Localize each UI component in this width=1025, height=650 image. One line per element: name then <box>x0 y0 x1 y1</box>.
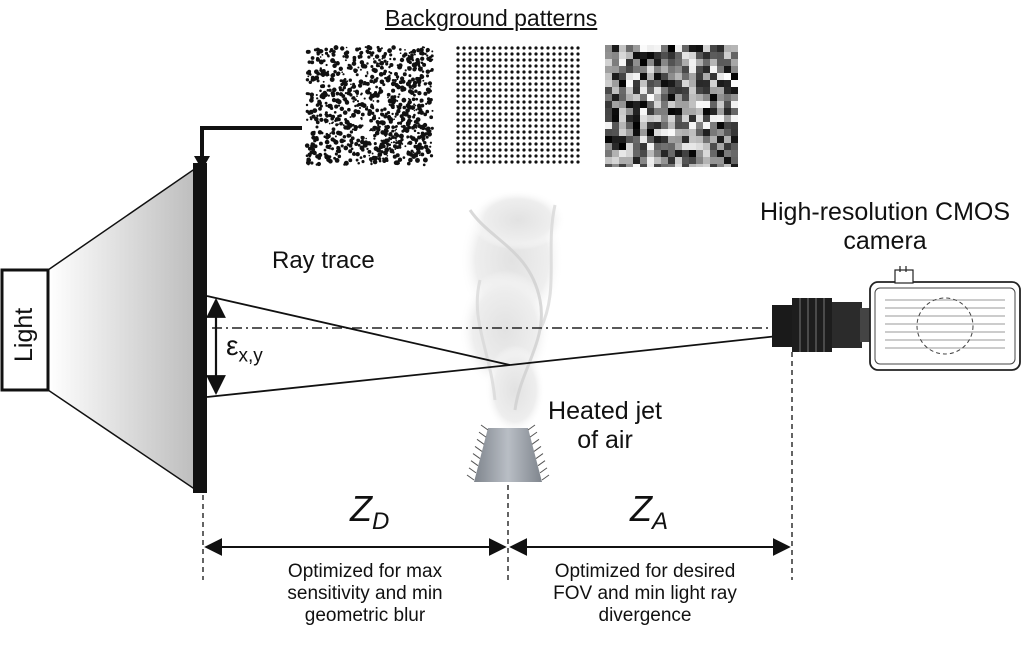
light-label: Light <box>10 307 38 362</box>
dimension-guides <box>202 352 793 580</box>
heated-jet-plume <box>459 190 566 435</box>
camera-label-line2: camera <box>843 226 927 255</box>
ray-to-camera <box>509 335 779 366</box>
light-box <box>0 268 50 392</box>
za-caption: Optimized for desired FOV and min light … <box>510 561 780 627</box>
zd-caption: Optimized for max sensitivity and min ge… <box>230 561 500 627</box>
zd-caption-line1: Optimized for max <box>287 561 443 582</box>
camera-label: High-resolution CMOS camera <box>740 198 1025 256</box>
za-caption-line1: Optimized for desired <box>554 561 736 582</box>
za-label: ZA <box>630 488 668 536</box>
noise-pattern <box>605 45 738 167</box>
zd-caption-line3: geometric blur <box>304 604 426 626</box>
light-cone <box>47 166 197 492</box>
zd-label: ZD <box>350 488 389 536</box>
za-caption-line3: divergence <box>598 604 692 626</box>
camera-label-line1: High-resolution CMOS <box>759 198 1011 226</box>
deflection-subscript: x,y <box>238 345 263 367</box>
camera-body <box>869 281 1021 371</box>
cmos-camera <box>772 266 1021 371</box>
zd-symbol: Z <box>350 488 372 529</box>
jet-label-line1: Heated jet <box>548 397 662 425</box>
ray-undeflected <box>206 295 511 366</box>
ray-deflected <box>206 364 511 398</box>
background-patterns-title: Background patterns <box>385 5 598 31</box>
za-symbol: Z <box>630 488 652 529</box>
za-subscript: A <box>652 508 669 536</box>
pattern-feed-arrow <box>200 126 302 160</box>
deflection-label: εx,y <box>226 330 263 367</box>
ray-trace-label: Ray trace <box>272 247 375 274</box>
jet-label: Heated jet of air <box>535 397 675 455</box>
jet-label-line2: of air <box>577 425 633 454</box>
zd-subscript: D <box>372 508 390 536</box>
regular-dot-grid-pattern <box>456 46 580 164</box>
zd-caption-line2: sensitivity and min <box>287 582 443 604</box>
random-dot-pattern <box>304 45 435 167</box>
za-caption-line2: FOV and min light ray <box>553 582 737 604</box>
background-screen <box>193 163 207 493</box>
nozzle <box>466 424 550 482</box>
deflection-symbol: ε <box>226 330 239 361</box>
